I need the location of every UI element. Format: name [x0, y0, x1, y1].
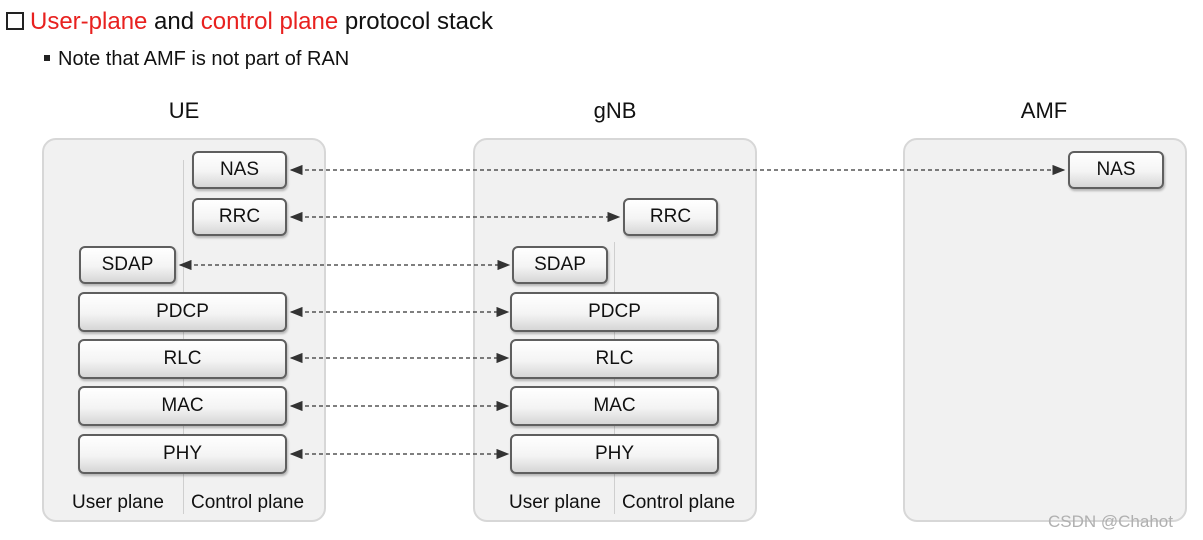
heading-user-plane: User-plane — [30, 8, 148, 35]
gnb-control-plane-label: Control plane — [622, 492, 736, 513]
amf-panel — [903, 138, 1187, 522]
ue-label: UE — [168, 98, 200, 123]
ue-sdap-box: SDAP — [79, 246, 176, 284]
ue-user-plane-label: User plane — [72, 492, 164, 513]
ue-nas-box: NAS — [192, 151, 287, 189]
heading-and: and — [147, 8, 201, 35]
gnb-rlc-box: RLC — [510, 339, 719, 379]
square-bullet-icon — [44, 55, 50, 61]
gnb-user-plane-label: User plane — [509, 492, 601, 513]
gnb-rrc-box: RRC — [623, 198, 718, 236]
ue-rrc-box: RRC — [192, 198, 287, 236]
ue-rlc-box: RLC — [78, 339, 287, 379]
ue-pdcp-box: PDCP — [78, 292, 287, 332]
heading-control-plane: control plane — [200, 8, 339, 35]
gnb-phy-box: PHY — [510, 434, 719, 474]
ue-control-plane-label: Control plane — [191, 492, 305, 513]
ue-mac-box: MAC — [78, 386, 287, 426]
watermark: CSDN @Chahot — [1048, 512, 1173, 531]
note-text: Note that AMF is not part of RAN — [58, 48, 350, 70]
gnb-pdcp-box: PDCP — [510, 292, 719, 332]
slide-heading: User-plane and control plane protocol st… — [6, 8, 493, 36]
gnb-label: gNB — [593, 98, 637, 123]
amf-label: AMF — [1020, 98, 1068, 123]
note-line: Note that AMF is not part of RAN — [44, 48, 349, 71]
ue-plane-divider — [183, 160, 184, 514]
checkbox-bullet-icon — [6, 12, 24, 30]
gnb-sdap-box: SDAP — [512, 246, 608, 284]
heading-protocol-stack: protocol stack — [338, 8, 493, 35]
ue-phy-box: PHY — [78, 434, 287, 474]
amf-nas-box: NAS — [1068, 151, 1164, 189]
gnb-mac-box: MAC — [510, 386, 719, 426]
